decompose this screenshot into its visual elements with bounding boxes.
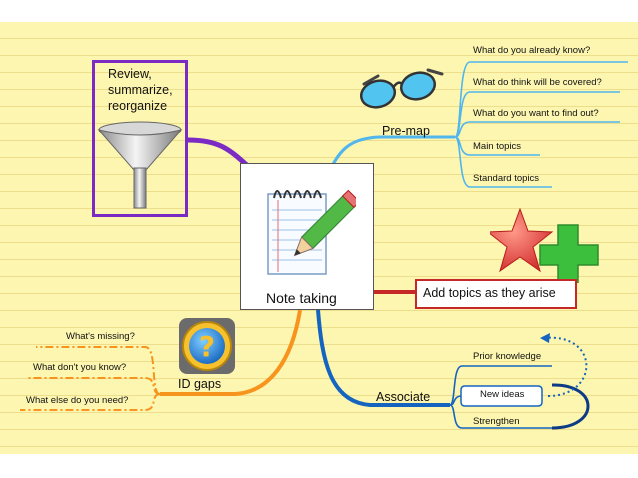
premap-item: What do think will be covered?	[473, 77, 602, 88]
id-gaps-item: What else do you need?	[26, 395, 129, 406]
premap-item: Main topics	[473, 141, 522, 152]
svg-text:?: ?	[199, 330, 215, 363]
new-ideas-box	[460, 385, 543, 407]
strengthen-loop-arrow	[551, 383, 590, 430]
id-gaps-bracket	[20, 346, 161, 411]
add-topics-box[interactable]	[415, 279, 577, 309]
id-gaps-item: What's missing?	[66, 331, 135, 342]
premap-item: What do you want to find out?	[473, 108, 599, 119]
premap-bracket	[454, 61, 628, 188]
premap-label: Pre-map	[382, 124, 430, 138]
premap-item: Standard topics	[473, 173, 540, 184]
dotted-arrowhead	[540, 333, 550, 343]
associate-item: Strengthen	[473, 416, 520, 427]
premap-item: What do you already know?	[473, 45, 591, 56]
id-gaps-branch-line	[160, 309, 302, 396]
question-mark-icon: ?	[179, 318, 235, 374]
center-label: Note taking	[266, 290, 337, 306]
star-plus-icon	[490, 207, 599, 283]
glasses-icon	[359, 68, 444, 109]
associate-label: Associate	[376, 390, 431, 404]
id-gaps-label: ID gaps	[178, 377, 222, 391]
associate-item: New ideas	[480, 389, 525, 400]
review-box[interactable]	[92, 60, 188, 217]
associate-branch-line	[316, 309, 450, 407]
review-label: Review, summarize, reorganize	[108, 67, 173, 113]
prior-knowledge-dotted-arrow	[542, 336, 588, 397]
notepad-pencil-icon	[267, 189, 356, 275]
id-gaps-item: What don't you know?	[33, 362, 127, 373]
funnel-icon	[97, 121, 183, 209]
add-topics-label: Add topics as they arise	[423, 286, 556, 300]
associate-item: Prior knowledge	[473, 351, 542, 362]
